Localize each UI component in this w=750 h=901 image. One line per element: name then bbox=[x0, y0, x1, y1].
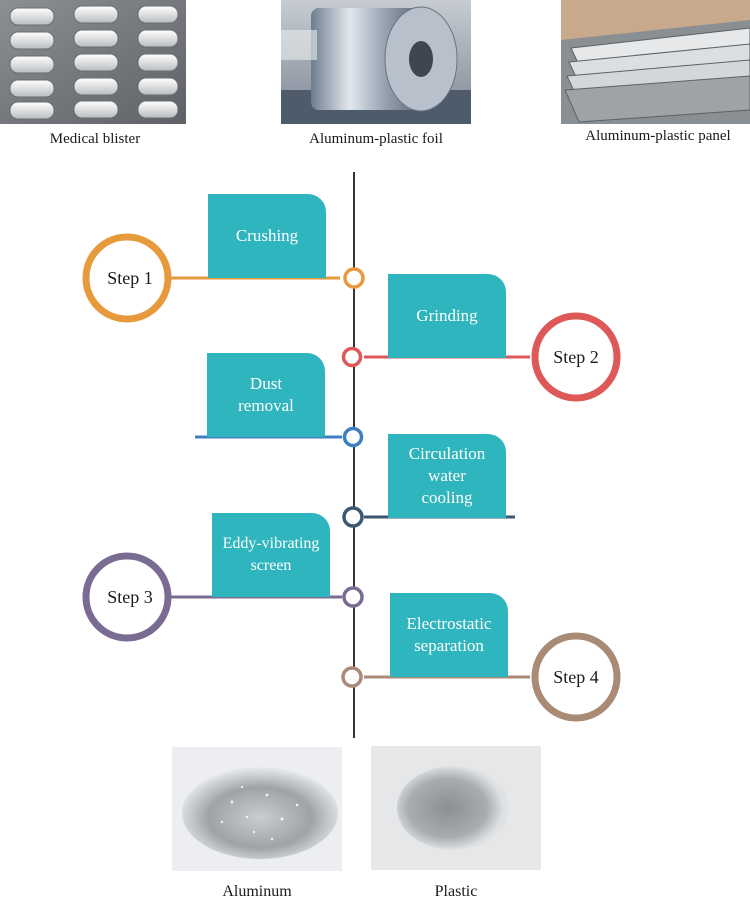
node-dust-removal bbox=[342, 426, 364, 448]
plastic-powder-photo bbox=[371, 746, 541, 870]
node-grinding bbox=[341, 346, 363, 368]
process-water-cooling-line3: cooling bbox=[421, 488, 473, 507]
node-eddy-screen bbox=[342, 586, 364, 608]
process-water-cooling-line1: Circulation bbox=[408, 444, 486, 463]
caption-medical-blister: Medical blister bbox=[49, 131, 141, 147]
process-water-cooling-line2: water bbox=[428, 466, 466, 485]
step-3-circle bbox=[82, 552, 172, 642]
aluminum-plastic-panel-photo bbox=[561, 0, 750, 124]
process-water-cooling-box: Circulation water cooling bbox=[388, 434, 506, 518]
step-4-circle bbox=[531, 632, 621, 722]
process-electrostatic-line2: separation bbox=[414, 636, 484, 655]
process-crushing-text: Crushing bbox=[235, 226, 299, 245]
step-2-label: Step 2 bbox=[553, 347, 599, 367]
step-1-label: Step 1 bbox=[107, 268, 153, 288]
node-electrostatic bbox=[341, 666, 363, 688]
caption-aluminum-plastic-foil: Aluminum-plastic foil bbox=[309, 131, 443, 147]
process-eddy-screen-box: Eddy-vibrating screen bbox=[212, 513, 330, 597]
step-1-circle bbox=[82, 233, 172, 323]
node-crushing bbox=[343, 267, 365, 289]
caption-plastic: Plastic bbox=[434, 883, 478, 900]
process-electrostatic-box: Electrostatic separation bbox=[390, 593, 508, 677]
step-4-label: Step 4 bbox=[553, 667, 599, 687]
step-2-circle bbox=[531, 312, 621, 402]
process-eddy-screen-line1: Eddy-vibrating bbox=[222, 535, 320, 552]
caption-aluminum: Aluminum bbox=[222, 883, 292, 900]
aluminum-plastic-foil-photo bbox=[281, 0, 471, 124]
medical-blister-photo bbox=[0, 0, 186, 124]
process-electrostatic-line1: Electrostatic bbox=[406, 614, 492, 633]
process-grinding-box: Grinding bbox=[388, 274, 506, 358]
node-water-cooling bbox=[342, 506, 364, 528]
process-dust-removal-line1: Dust bbox=[249, 374, 283, 393]
process-crushing-box: Crushing bbox=[208, 194, 326, 278]
aluminum-powder-photo bbox=[172, 747, 342, 871]
process-dust-removal-box: Dust removal bbox=[207, 353, 325, 437]
process-dust-removal-line2: removal bbox=[238, 396, 294, 415]
process-eddy-screen-line2: screen bbox=[250, 557, 292, 574]
caption-aluminum-plastic-panel: Aluminum-plastic panel bbox=[585, 128, 731, 144]
process-grinding-text: Grinding bbox=[416, 306, 478, 325]
step-3-label: Step 3 bbox=[107, 587, 153, 607]
